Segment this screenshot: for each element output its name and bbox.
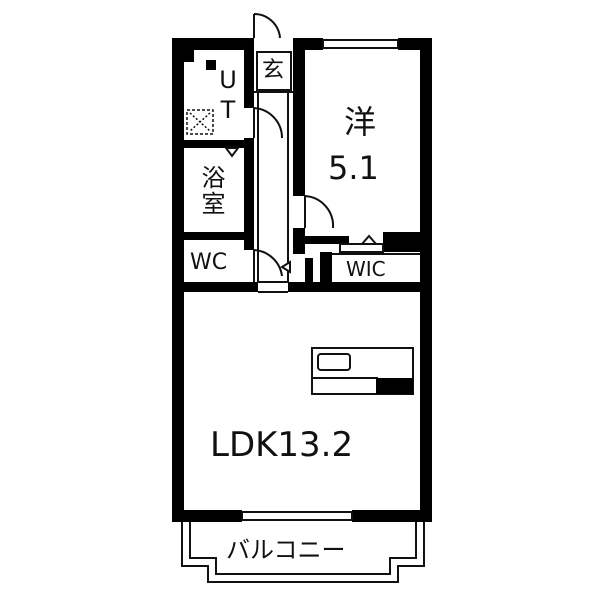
kitchen-wall-block: [376, 378, 413, 394]
western-room-name: 洋: [344, 103, 377, 141]
washing-machine-pan-icon: [186, 109, 214, 135]
entrance-label: 玄: [262, 58, 285, 83]
balcony-outline: [181, 522, 425, 583]
utility-label: UT: [214, 66, 242, 126]
doors: [253, 12, 335, 282]
kitchen-counter-icon: [311, 347, 414, 395]
balcony-label: バルコニー: [226, 536, 346, 564]
western-room-size: 5.1: [328, 149, 379, 187]
ldk-label: LDK13.2: [210, 425, 354, 465]
door-markers: [224, 147, 379, 274]
interior-walls: [184, 50, 420, 292]
exterior-walls: [172, 38, 432, 522]
toilet-label: WC: [190, 250, 228, 275]
bathroom-label: 浴室: [197, 165, 225, 217]
walk-in-closet-label: WIC: [346, 257, 386, 281]
windows: [241, 39, 399, 521]
